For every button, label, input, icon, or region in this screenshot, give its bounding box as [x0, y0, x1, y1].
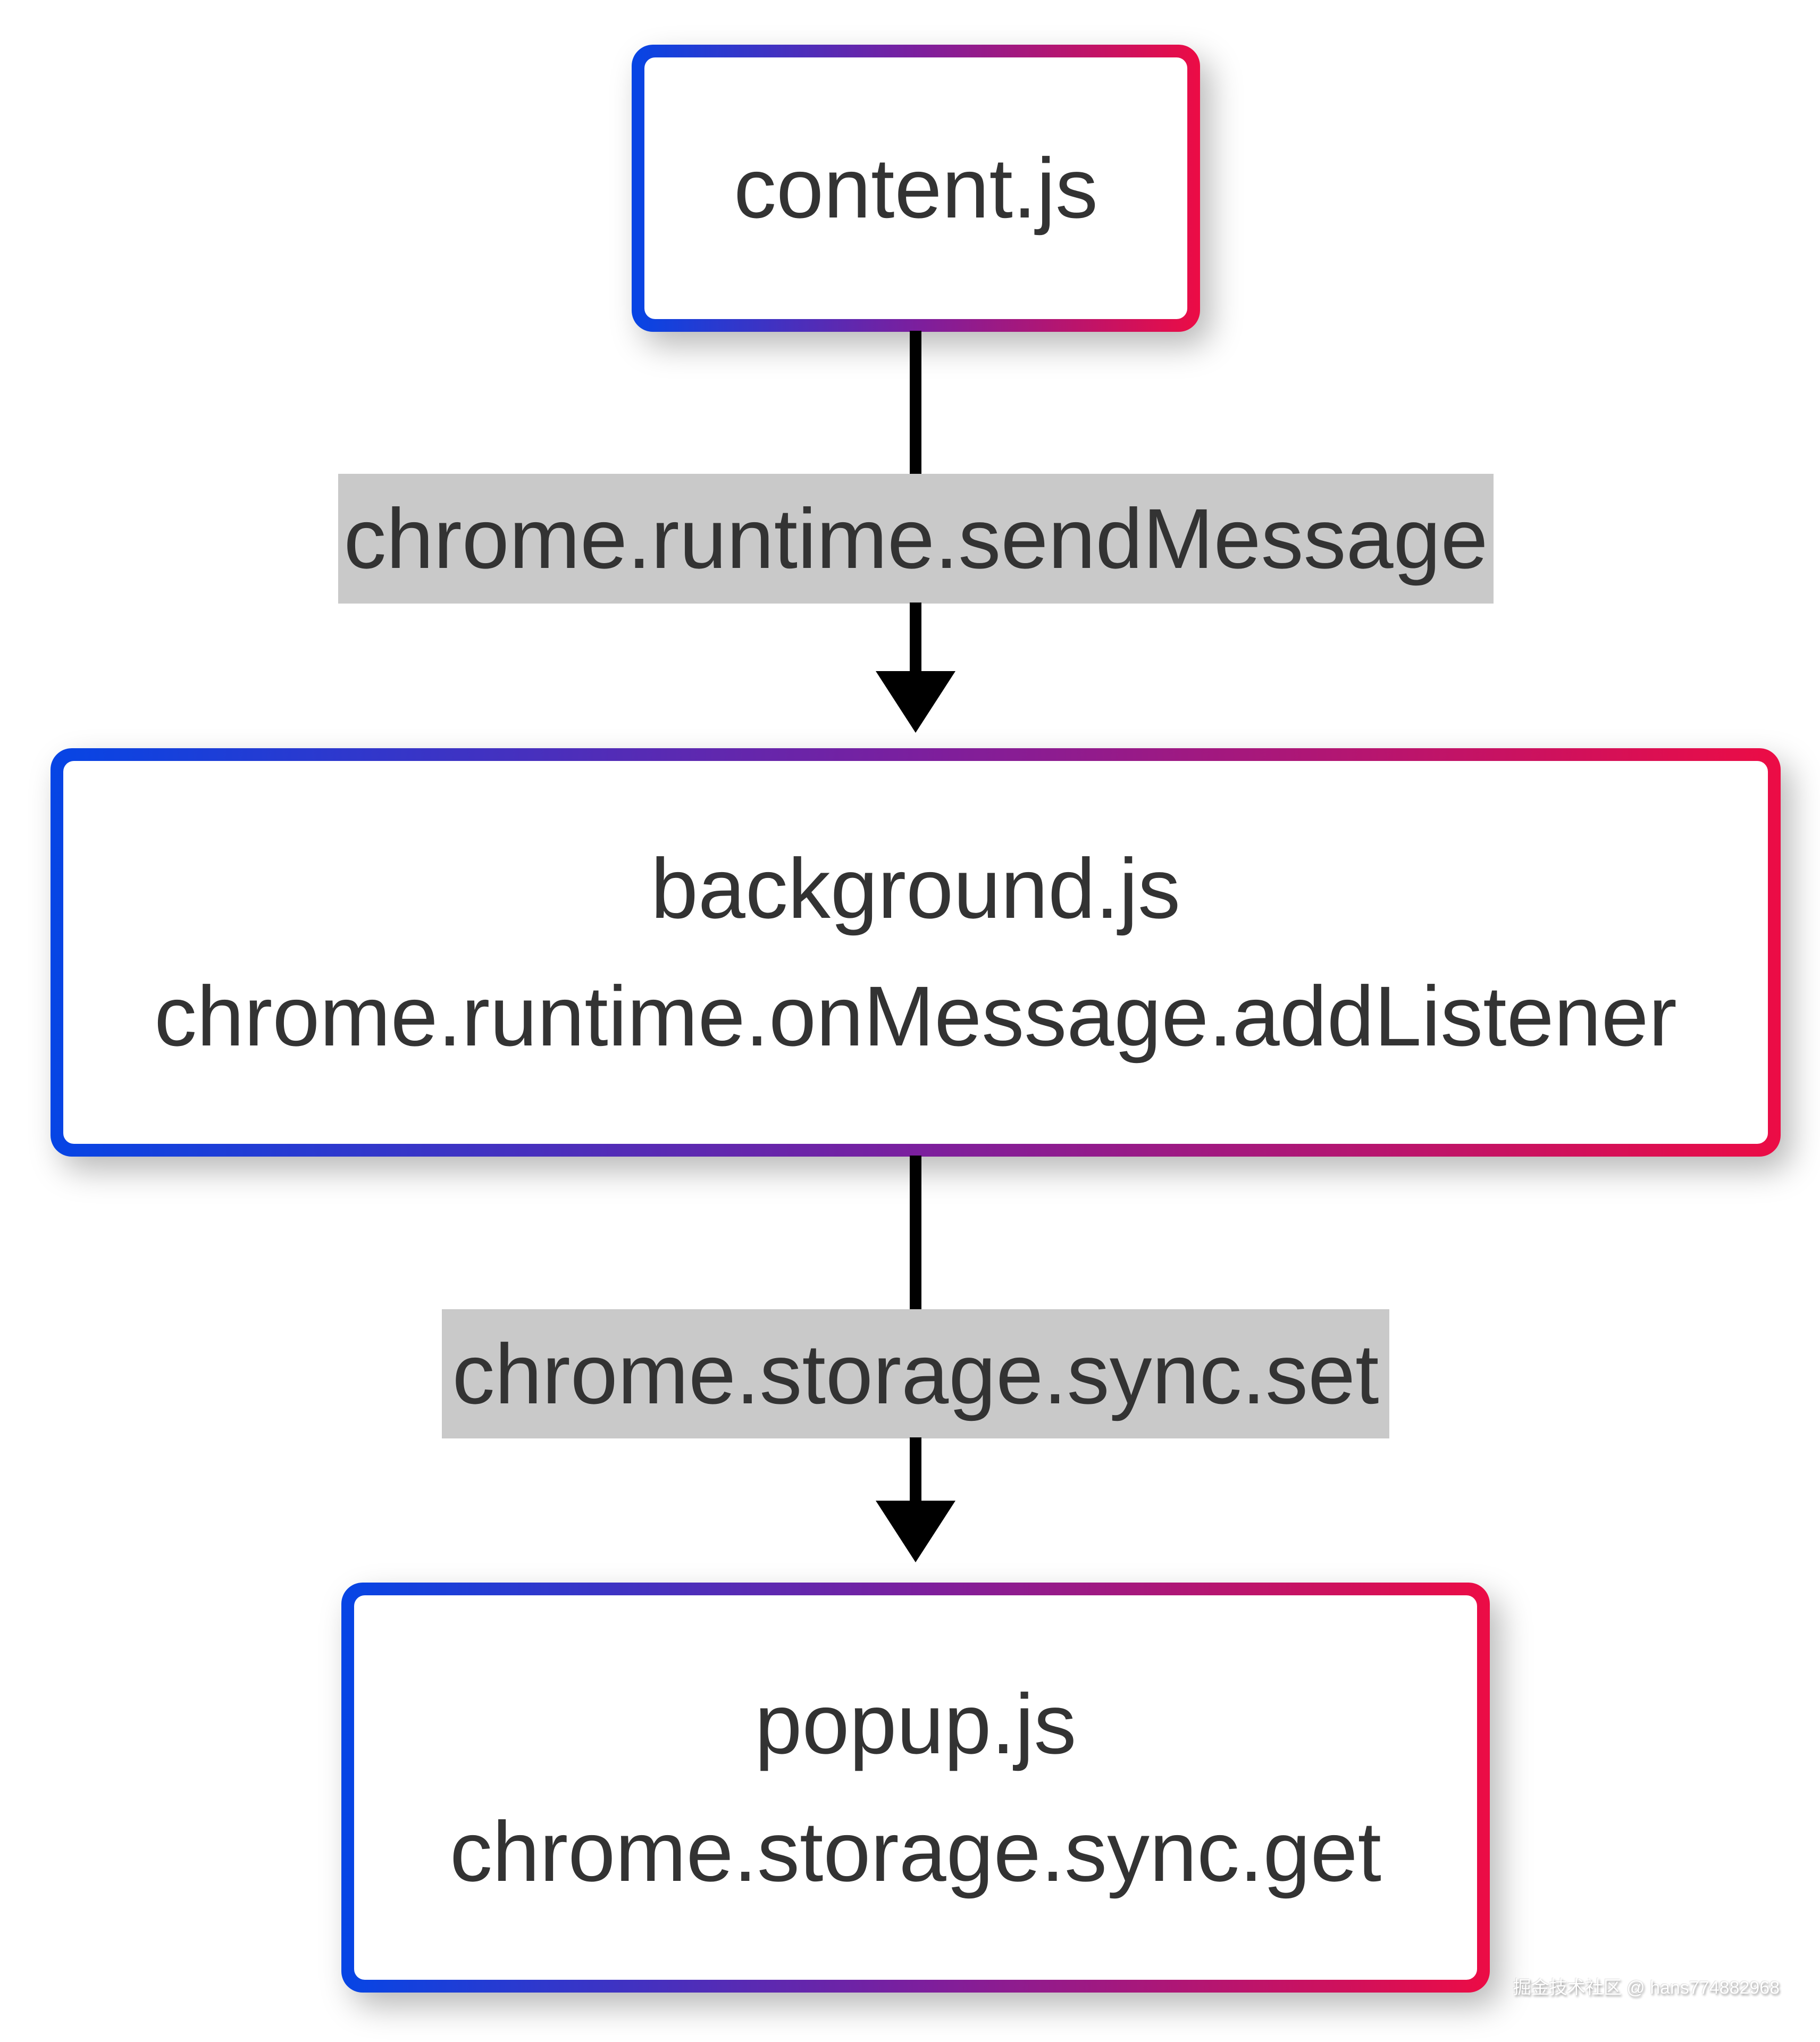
edge1-label-sendmessage: chrome.runtime.sendMessage: [338, 474, 1494, 604]
node-content-js-body: content.js: [644, 57, 1187, 319]
edge2-line-top: [910, 1156, 921, 1310]
node-background-js-title: background.js: [650, 841, 1181, 936]
node-content-js-label: content.js: [734, 140, 1098, 236]
edge1-line-top: [910, 331, 921, 475]
edge2-label-sync-set: chrome.storage.sync.set: [442, 1309, 1389, 1438]
node-background-js: background.js chrome.runtime.onMessage.a…: [51, 748, 1781, 1157]
node-popup-js: popup.js chrome.storage.sync.get: [341, 1583, 1490, 1993]
node-popup-js-title: popup.js: [754, 1676, 1077, 1771]
node-popup-js-body: popup.js chrome.storage.sync.get: [354, 1595, 1477, 1980]
edge2-arrowhead-icon: [876, 1501, 955, 1562]
edge1-line-bottom: [910, 602, 921, 677]
node-background-js-body: background.js chrome.runtime.onMessage.a…: [63, 761, 1768, 1144]
node-popup-js-subtitle: chrome.storage.sync.get: [450, 1803, 1381, 1899]
edge2-line-bottom: [910, 1437, 921, 1508]
node-content-js: content.js: [632, 45, 1200, 332]
node-background-js-subtitle: chrome.runtime.onMessage.addListener: [154, 968, 1677, 1064]
edge1-arrowhead-icon: [876, 671, 955, 733]
watermark: 掘金技术社区 @ hans774882968: [1513, 1978, 1780, 1998]
